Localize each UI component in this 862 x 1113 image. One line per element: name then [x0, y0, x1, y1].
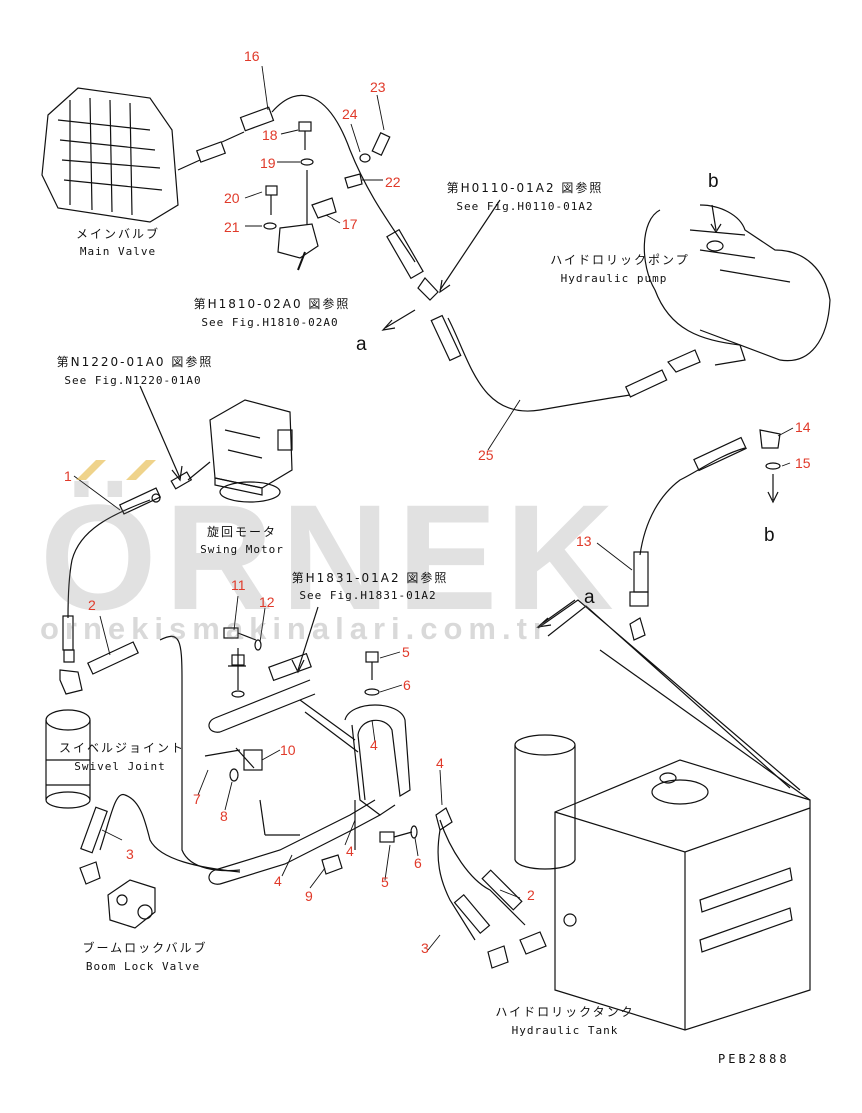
- ref-h1810-en: See Fig.H1810-02A0: [201, 316, 339, 329]
- swivel-joint-label-en: Swivel Joint: [74, 760, 166, 773]
- hydraulic-tank-label-jp: ハイドロリックタンク: [495, 1005, 635, 1019]
- ref-n1220-en: See Fig.N1220-01A0: [64, 374, 202, 387]
- hydraulic-pump-label-jp: ハイドロリックポンプ: [550, 253, 690, 267]
- hose-13-drawing: [639, 447, 746, 556]
- clamp-assembly-drawing: [204, 648, 411, 885]
- part-number-1: 1: [64, 468, 72, 484]
- hydraulic-pump-label-en: Hydraulic pump: [560, 272, 668, 285]
- swing-motor-label-jp: 旋回モータ: [206, 525, 278, 539]
- hydraulic-tank-drawing: [514, 734, 811, 1031]
- part-number-6-lower: 6: [414, 855, 422, 871]
- callout-b-upper: b: [708, 171, 719, 192]
- part-number-4-left: 4: [274, 873, 282, 889]
- boom-lock-valve-label-en: Boom Lock Valve: [85, 960, 201, 973]
- part-number-23: 23: [370, 79, 386, 95]
- ref-n1220-jp: 第N1220-01A0 図参照: [56, 355, 214, 369]
- part-number-20: 20: [224, 190, 240, 206]
- callout-b-lower: b: [764, 525, 775, 546]
- hose-16-drawing: [271, 94, 416, 263]
- watermark-site: ornekismakinalari.com.tr: [40, 611, 551, 646]
- swing-motor-label-en: Swing Motor: [200, 543, 284, 556]
- ref-h0110-jp: 第H0110-01A2 図参照: [446, 181, 604, 195]
- part-number-8: 8: [220, 808, 228, 824]
- part-number-13: 13: [576, 533, 592, 549]
- ref-h1831-en: See Fig.H1831-01A2: [299, 589, 437, 602]
- part-number-5-lower: 5: [381, 874, 389, 890]
- boom-lock-valve-label-jp: ブームロックバルブ: [82, 941, 208, 955]
- leader-lines: [73, 65, 794, 951]
- ref-h0110-en: See Fig.H0110-01A2: [456, 200, 594, 213]
- swivel-joint-drawing: [45, 669, 91, 809]
- hose-2-drawing: [159, 635, 241, 872]
- hose-1-drawing: [67, 499, 151, 619]
- part-number-24: 24: [342, 106, 358, 122]
- main-valve-label-en: Main Valve: [79, 245, 157, 258]
- main-valve-drawing: [41, 87, 275, 223]
- part-number-2-tank: 2: [527, 887, 535, 903]
- part-number-11: 11: [231, 577, 246, 593]
- watermark-brand: ÖRNEK: [40, 473, 622, 641]
- part-number-16: 16: [244, 48, 260, 64]
- hose-3-drawing: [99, 793, 241, 873]
- part-number-14: 14: [795, 419, 811, 435]
- callout-a-upper: a: [356, 334, 367, 355]
- part-number-9: 9: [305, 888, 313, 904]
- part-number-19: 19: [260, 155, 276, 171]
- part-number-10: 10: [280, 742, 296, 758]
- tank-hose-2-drawing: [439, 819, 526, 926]
- ref-h1831-jp: 第H1831-01A2 図参照: [291, 571, 449, 585]
- bracket-hardware-drawing: [263, 121, 391, 271]
- part-number-22: 22: [385, 174, 401, 190]
- drawing-code: PEB2888: [718, 1052, 790, 1066]
- part-number-15: 15: [795, 455, 811, 471]
- boom-lock-valve-drawing: [107, 879, 156, 929]
- part-number-17: 17: [342, 216, 358, 232]
- part-number-2: 2: [88, 597, 96, 613]
- hydraulic-tank-label-en: Hydraulic Tank: [511, 1024, 619, 1037]
- part-number-12: 12: [259, 594, 275, 610]
- main-valve-label-jp: メインバルブ: [75, 227, 161, 241]
- part-number-7: 7: [193, 791, 201, 807]
- part-number-3-tank: 3: [421, 940, 429, 956]
- swing-motor-drawing: [170, 399, 293, 503]
- tank-hose-3-drawing: [437, 829, 476, 941]
- part-number-3: 3: [126, 846, 134, 862]
- callout-a-lower: a: [584, 587, 595, 608]
- watermark-accent-icon: [76, 460, 156, 480]
- part-number-5-upper: 5: [402, 644, 410, 660]
- ref-h1810-jp: 第H1810-02A0 図参照: [193, 297, 351, 311]
- part-number-6-upper: 6: [403, 677, 411, 693]
- part-number-25: 25: [478, 447, 494, 463]
- part-number-4-center: 4: [370, 737, 378, 753]
- part-number-18: 18: [262, 127, 278, 143]
- hydraulic-pump-drawing: [643, 204, 831, 366]
- swivel-joint-label-jp: スイベルジョイント: [58, 741, 186, 755]
- part-number-4-lower: 4: [346, 843, 354, 859]
- part-number-21: 21: [224, 219, 240, 235]
- part-number-4-right: 4: [436, 755, 444, 771]
- hose-25-drawing: [447, 317, 631, 412]
